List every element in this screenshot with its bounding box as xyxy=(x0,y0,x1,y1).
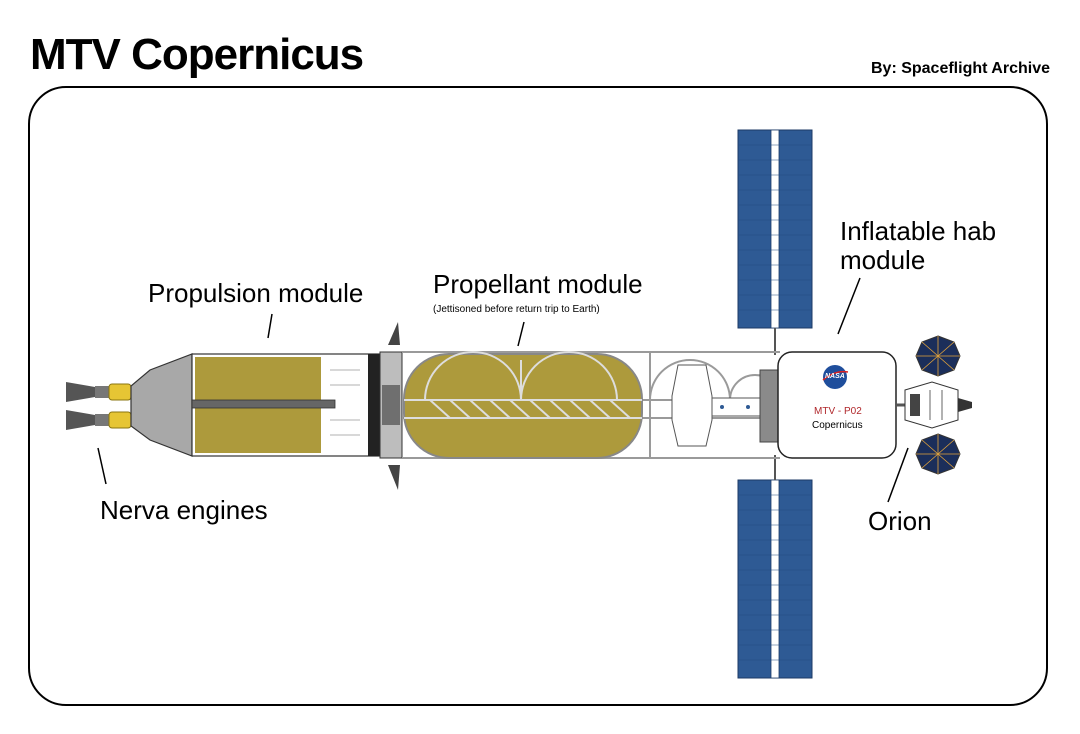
propulsion-module-label: Propulsion module xyxy=(148,278,364,308)
nasa-logo xyxy=(823,365,847,389)
orion-label: Orion xyxy=(868,506,932,536)
hab-module xyxy=(777,351,897,459)
hab-designation: MTV - P02 xyxy=(814,406,862,417)
hab-name: Copernicus xyxy=(812,420,863,431)
diagram-frame xyxy=(28,86,1048,706)
orion-solar-panel-bottom xyxy=(915,433,961,475)
solar-array-top xyxy=(737,129,813,355)
solar-array-bottom xyxy=(737,455,813,679)
nasa-logo-text: NASA xyxy=(825,373,845,380)
airlock xyxy=(671,364,779,447)
nerva-engines-label: Nerva engines xyxy=(100,495,268,525)
page-title: MTV Copernicus xyxy=(30,30,364,79)
leader-lines xyxy=(97,277,909,503)
nerva-engines xyxy=(66,382,132,430)
orion-solar-panel-top xyxy=(915,335,961,377)
propellant-module-label: Propellant module xyxy=(433,269,643,299)
hab-module-label-line2: module xyxy=(840,245,926,275)
hab-module-label-line1: Inflatable hab xyxy=(840,216,997,246)
propulsion-module xyxy=(130,322,403,490)
propellant-module xyxy=(403,351,643,459)
orion-spacecraft xyxy=(896,335,972,475)
propellant-module-note: (Jettisoned before return trip to Earth) xyxy=(433,304,600,315)
byline: By: Spaceflight Archive xyxy=(870,60,1050,77)
